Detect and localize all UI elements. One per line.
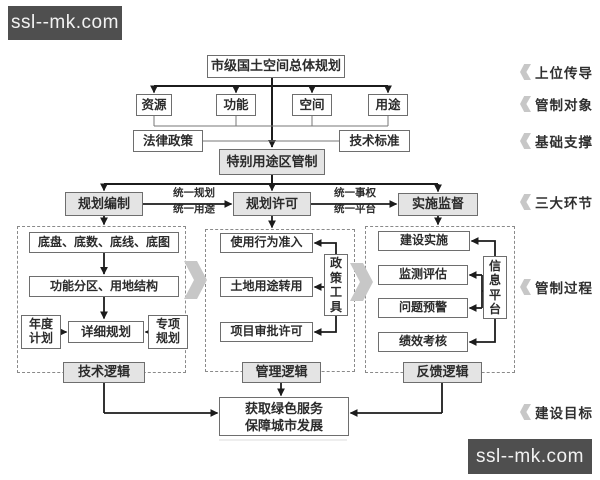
- manage-connectors: [277, 239, 337, 397]
- watermark-text: ssl--mk.com: [476, 445, 584, 467]
- block-arrow-right-icon: [350, 263, 373, 301]
- watermark-bottom-right: ssl--mk.com: [468, 439, 592, 474]
- chevron-left-icon: [520, 404, 531, 420]
- node-land-use-conversion: 土地用途转用: [220, 277, 313, 297]
- node-functional-zoning: 功能分区、用地结构: [29, 276, 179, 297]
- chevron-left-icon: [520, 279, 531, 295]
- node-technical-standard: 技术标准: [339, 130, 410, 152]
- side-label-text: 管制过程: [535, 281, 593, 296]
- stage-connectors: [100, 183, 442, 229]
- side-label-construction-goal: 建设目标: [520, 402, 593, 422]
- label-tech-logic: 技术逻辑: [63, 362, 145, 383]
- node-legal-policy: 法律政策: [133, 130, 203, 152]
- node-construction-implementation: 建设实施: [378, 231, 470, 251]
- node-performance-assessment: 绩效考核: [378, 332, 468, 352]
- side-label-text: 基础支撑: [535, 135, 593, 150]
- block-arrow-right-icon: [184, 261, 207, 299]
- node-annual-plan: 年度 计划: [21, 315, 61, 349]
- chevron-left-icon: [520, 133, 531, 149]
- goal-line: 获取绿色服务: [244, 400, 323, 416]
- stage-link-line: 统一平台: [334, 203, 376, 215]
- label-feedback-logic: 反馈逻辑: [403, 362, 482, 383]
- watermark-top-left: ssl--mk.com: [8, 6, 122, 40]
- goal-line: 保障城市发展: [244, 417, 323, 433]
- node-function: 功能: [216, 94, 256, 116]
- side-label-text: 管制对象: [535, 98, 593, 113]
- side-label-three-stages: 三大环节: [520, 192, 593, 212]
- node-master-plan: 市级国土空间总体规划: [207, 55, 345, 78]
- chevron-left-icon: [520, 96, 531, 112]
- side-label-text: 三大环节: [535, 196, 593, 211]
- node-base-elements: 底盘、底数、底线、底图: [29, 232, 179, 253]
- node-use-behavior-access: 使用行为准入: [220, 233, 313, 253]
- node-project-approval: 项目审批许可: [220, 322, 313, 342]
- stage-link-label-2: 统一事权 统一平台: [326, 187, 384, 216]
- node-plan-compilation: 规划编制: [65, 192, 143, 216]
- side-label-upper-transmission: 上位传导: [520, 62, 593, 82]
- side-label-text: 上位传导: [535, 66, 593, 81]
- node-implementation-supervision: 实施监督: [398, 193, 478, 216]
- chevron-left-icon: [520, 64, 531, 80]
- node-use: 用途: [368, 94, 408, 116]
- stage-link-line: 统一规划: [173, 187, 215, 199]
- node-detailed-plan: 详细规划: [68, 321, 144, 343]
- watermark-text: ssl--mk.com: [11, 12, 119, 33]
- node-space: 空间: [292, 94, 332, 116]
- label-manage-logic: 管理逻辑: [242, 362, 321, 383]
- node-information-platform: 信息平台: [483, 256, 507, 319]
- node-goal: 获取绿色服务 保障城市发展: [219, 397, 349, 436]
- node-resource: 资源: [136, 94, 172, 116]
- stage-link-label-1: 统一规划 统一用途: [165, 187, 223, 216]
- node-plan-permit: 规划许可: [233, 192, 311, 216]
- side-label-basic-support: 基础支撑: [520, 131, 593, 151]
- stage-link-line: 统一事权: [334, 187, 376, 199]
- node-special-plan: 专项 规划: [148, 315, 188, 349]
- stage-link-line: 统一用途: [173, 203, 215, 215]
- special-plan-line: 规划: [155, 331, 180, 345]
- block-arrows: [184, 261, 373, 301]
- special-plan-line: 专项: [155, 317, 180, 332]
- side-label-control-process: 管制过程: [520, 277, 593, 297]
- node-special-use-zone: 特别用途区管制: [219, 149, 325, 175]
- annual-plan-line: 计划: [28, 331, 53, 345]
- node-policy-tool: 政策工具: [324, 254, 348, 316]
- top-connectors: [150, 78, 392, 184]
- annual-plan-line: 年度: [28, 317, 53, 332]
- node-monitoring-evaluation: 监测评估: [378, 265, 468, 285]
- chevron-left-icon: [520, 194, 531, 210]
- side-label-control-objects: 管制对象: [520, 94, 593, 114]
- feedback-connectors: [349, 237, 496, 417]
- tech-connectors: [59, 253, 219, 417]
- side-label-text: 建设目标: [535, 406, 593, 421]
- node-problem-warning: 问题预警: [378, 298, 468, 318]
